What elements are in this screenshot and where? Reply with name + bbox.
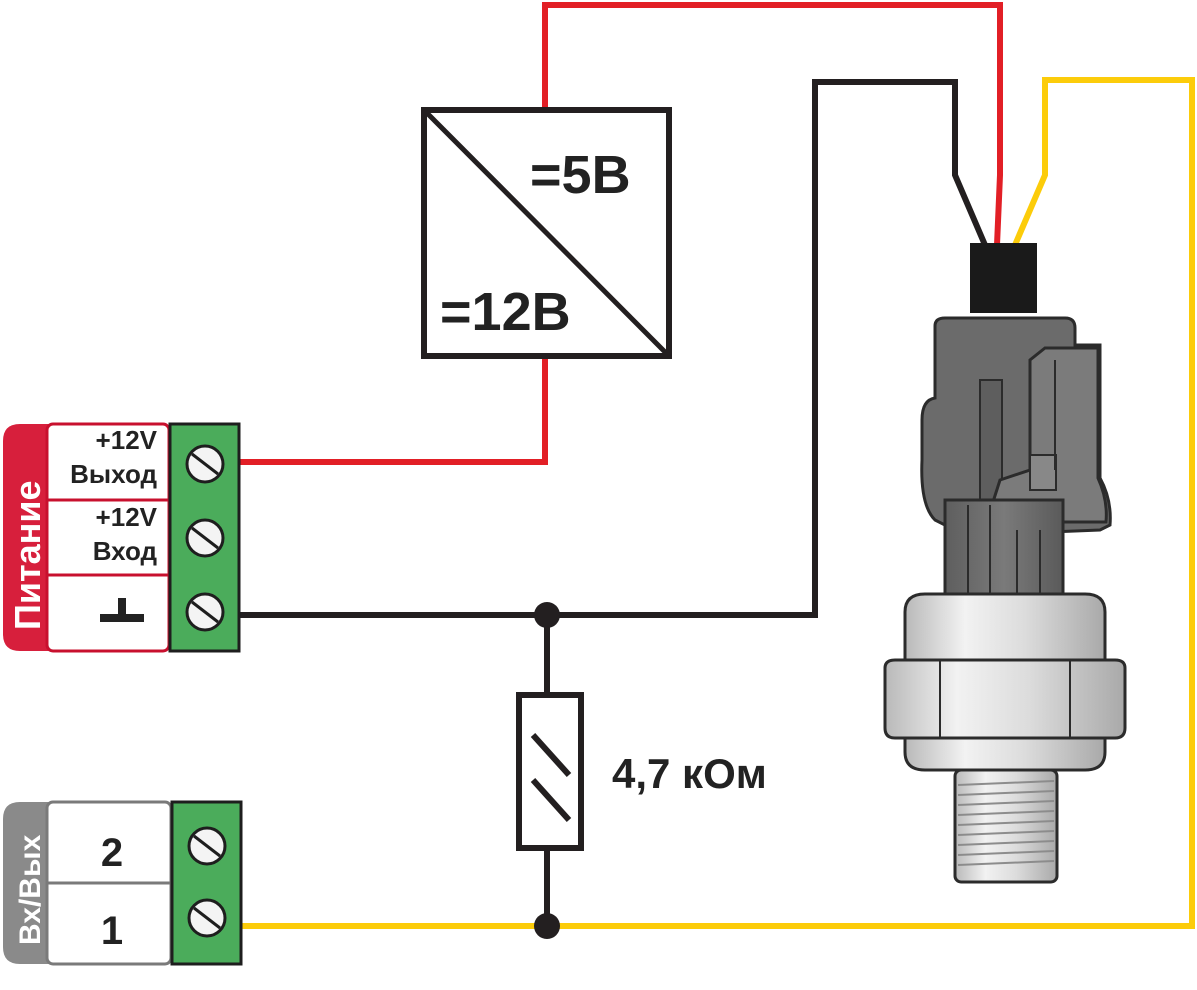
- io-terminal-2-label: 2: [101, 831, 123, 875]
- power-terminal-1-line2: Выход: [70, 459, 157, 489]
- power-terminal-2-line2: Вход: [93, 536, 158, 566]
- sensor-hex-nut: [883, 658, 1127, 740]
- red-wire-terminal-to-converter: [240, 356, 548, 465]
- converter-input-label: =12В: [440, 282, 571, 342]
- screw-icon: [185, 444, 225, 484]
- screw-icon: [185, 592, 225, 632]
- red-wire-converter-to-sensor: [542, 2, 1003, 246]
- wires: [240, 2, 1195, 929]
- sensor-neck: [943, 498, 1065, 600]
- ground-symbol-icon: [100, 598, 144, 622]
- io-tab: [3, 802, 50, 964]
- screw-icon: [185, 518, 225, 558]
- screw-icon: [187, 826, 227, 866]
- power-terminal-1-line1: +12V: [96, 425, 158, 455]
- resistor: 4,7 кОм: [516, 692, 767, 851]
- io-terminal-block: Вх/Вых 2 1: [3, 800, 243, 966]
- io-tab-label: Вх/Вых: [14, 834, 47, 945]
- pressure-sensor: [883, 243, 1127, 884]
- screw-icon: [187, 898, 227, 938]
- black-wire-ground: [240, 79, 988, 618]
- voltage-converter: =5В =12В: [421, 107, 672, 359]
- junction-dot-signal: [534, 913, 560, 939]
- power-tab-label: Питание: [7, 480, 48, 630]
- power-terminal-block: Питание +12V Выход +12V Вход: [3, 422, 241, 653]
- resistor-label: 4,7 кОм: [612, 750, 767, 797]
- io-terminal-1-label: 1: [101, 909, 123, 953]
- sensor-collar: [903, 592, 1107, 662]
- power-terminal-2-line1: +12V: [96, 502, 158, 532]
- converter-output-label: =5В: [530, 145, 631, 205]
- io-screw-terminal: [170, 800, 243, 966]
- power-tab: [3, 424, 50, 651]
- sensor-lower-collar: [903, 736, 1107, 772]
- sensor-cable-sleeve: [970, 243, 1037, 313]
- junction-dot-ground: [534, 602, 560, 628]
- yellow-wire-signal: [240, 77, 1195, 929]
